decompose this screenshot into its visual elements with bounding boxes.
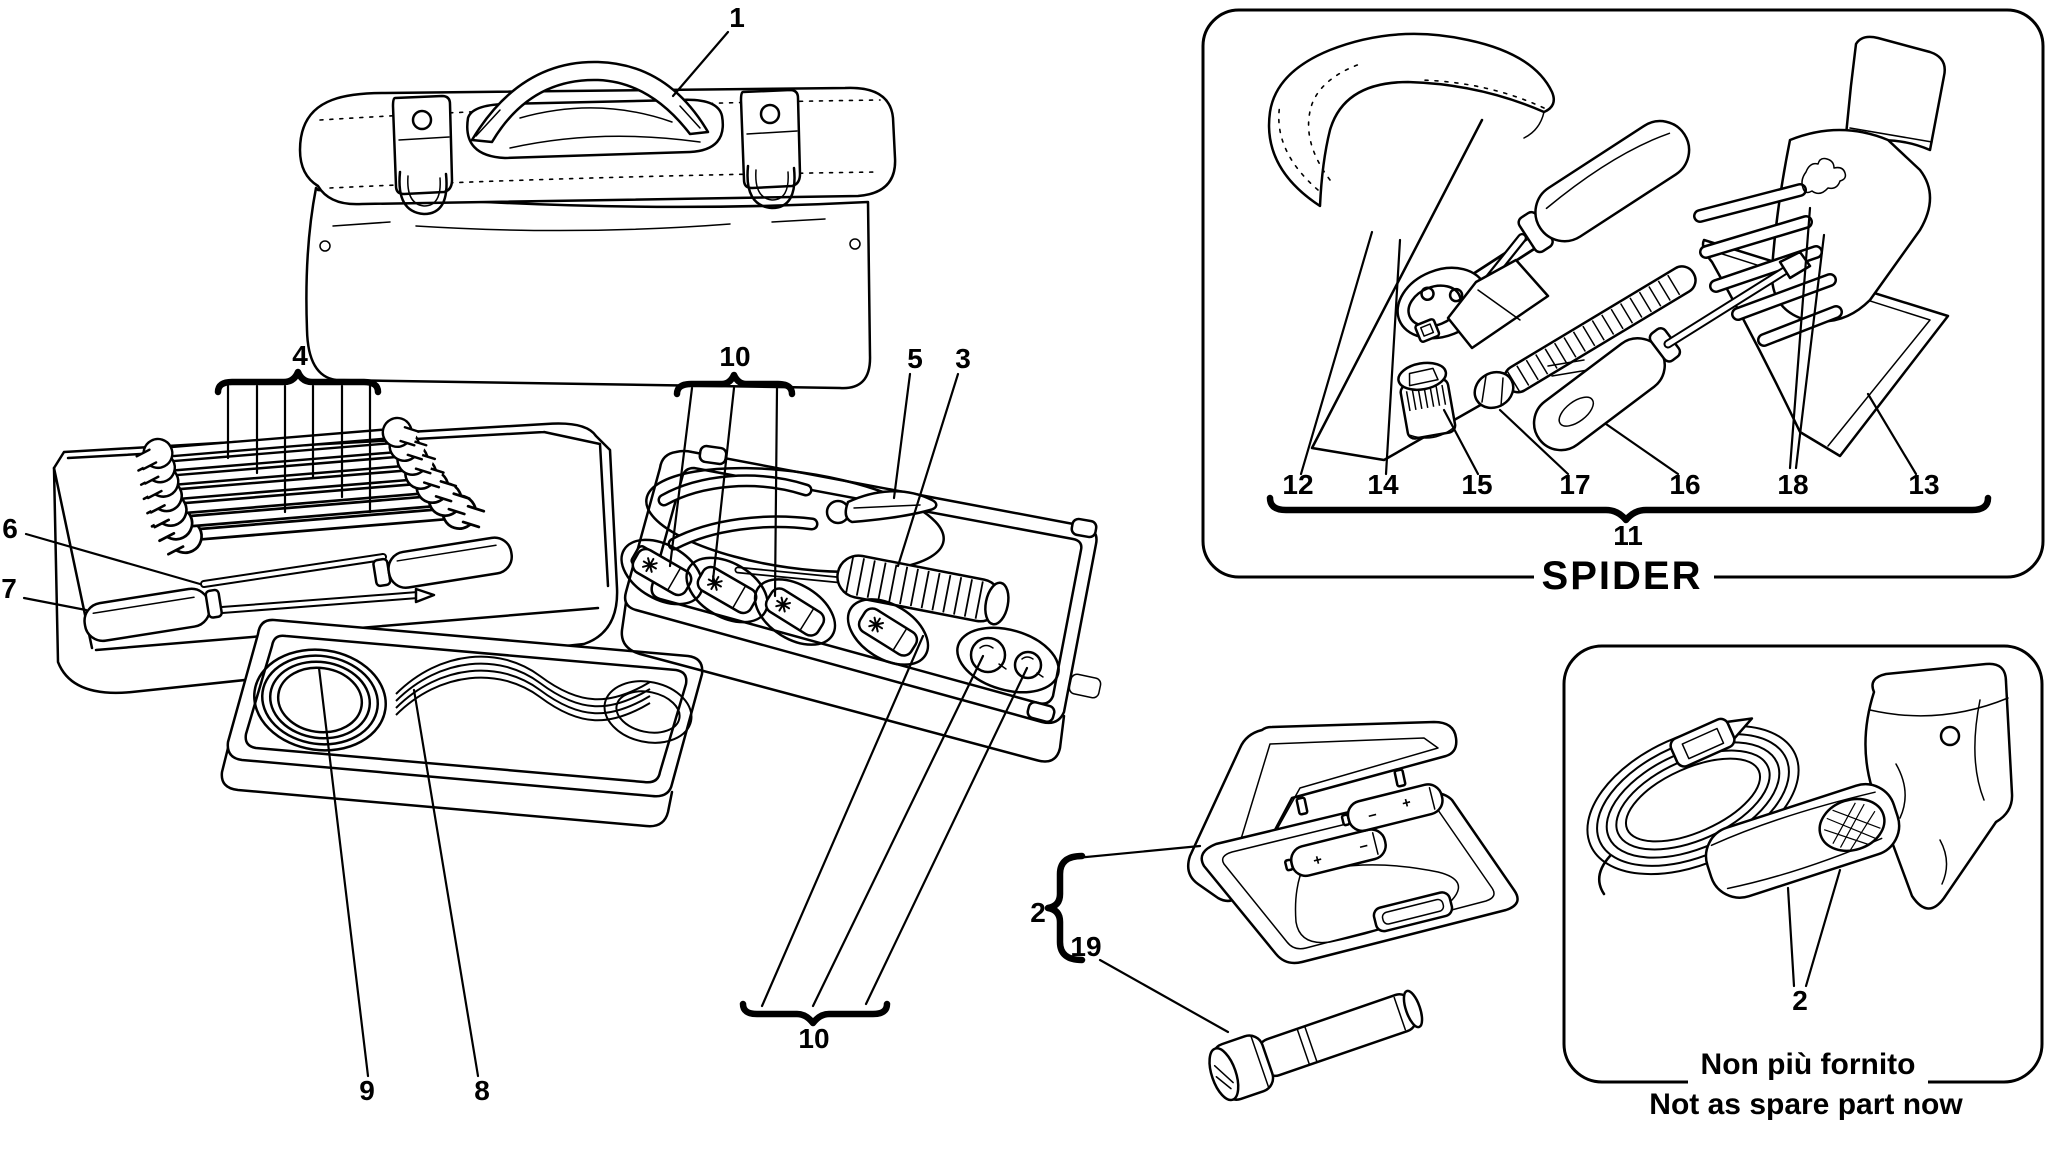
callout-1-label: 1 bbox=[729, 2, 745, 33]
callout-4-label: 4 bbox=[292, 340, 308, 371]
callout-8-label: 8 bbox=[474, 1075, 490, 1106]
callout-2-lamp-label: 2 bbox=[1792, 985, 1808, 1016]
callout-14-label: 14 bbox=[1367, 469, 1399, 500]
bag-handle bbox=[470, 60, 710, 144]
threaded-tool-3 bbox=[734, 554, 1010, 626]
pliers bbox=[657, 474, 938, 551]
leader-5 bbox=[892, 372, 912, 500]
gloves bbox=[1693, 35, 1946, 347]
belt-tray: 9 8 bbox=[220, 618, 704, 1106]
callout-9-label: 9 bbox=[359, 1075, 375, 1106]
spider-caption: SPIDER bbox=[1542, 554, 1703, 598]
leader-3 bbox=[896, 372, 960, 568]
inspection-lamp bbox=[1704, 782, 1901, 899]
bracket-4: 4 bbox=[214, 340, 382, 514]
bulbs bbox=[956, 626, 1102, 699]
leader-6 bbox=[24, 532, 202, 586]
bag-strap-right bbox=[739, 88, 802, 210]
bracket-11 bbox=[1266, 494, 1992, 524]
callout-15-label: 15 bbox=[1461, 469, 1492, 500]
battery2-minus: − bbox=[1366, 806, 1379, 825]
leader-lamp-2 bbox=[1786, 868, 1842, 988]
brace-2 bbox=[1044, 852, 1086, 964]
spider-caption-mask bbox=[1534, 556, 1714, 600]
bag-strap-left bbox=[391, 94, 454, 216]
socket-15-drawing bbox=[1397, 361, 1457, 440]
tool-bag: 1 bbox=[298, 2, 897, 390]
battery-case: + − − + 2 19 bbox=[1030, 720, 1519, 1034]
callout-7-label: 7 bbox=[1, 573, 17, 604]
batteries: + − − + bbox=[1284, 783, 1444, 878]
belt-9-drawing bbox=[253, 648, 387, 752]
belt-8-drawing bbox=[395, 655, 693, 744]
note-mask bbox=[1688, 1044, 1928, 1088]
armrest bbox=[1267, 32, 1555, 208]
flashlight bbox=[1208, 989, 1424, 1102]
socket-row bbox=[609, 525, 941, 680]
cable-tie bbox=[1669, 717, 1754, 768]
leader-7 bbox=[22, 596, 88, 612]
battery1-plus: + bbox=[1311, 851, 1324, 870]
callout-16-label: 16 bbox=[1669, 469, 1700, 500]
callout-2-case-label: 2 bbox=[1030, 897, 1046, 928]
leader-1 bbox=[671, 30, 730, 98]
callout-10-bottom-label: 10 bbox=[798, 1023, 829, 1054]
screwdriver-16 bbox=[1532, 250, 1812, 452]
leader-9 bbox=[317, 666, 370, 1078]
note-english: Not as spare part now bbox=[1649, 1088, 1963, 1121]
callout-17-label: 17 bbox=[1559, 469, 1590, 500]
leader-19 bbox=[1098, 958, 1230, 1034]
threaded-bolt-17 bbox=[1473, 265, 1697, 410]
callout-19-label: 19 bbox=[1070, 931, 1101, 962]
callout-12-label: 12 bbox=[1282, 469, 1313, 500]
callout-5-label: 5 bbox=[907, 343, 923, 374]
bracket-10-bottom: 10 bbox=[739, 634, 1029, 1054]
callout-3-label: 3 bbox=[955, 343, 971, 374]
screwdriver-large bbox=[1446, 119, 1691, 350]
callout-18-label: 18 bbox=[1777, 469, 1808, 500]
battery2-plus: + bbox=[1400, 794, 1413, 813]
discontinued-panel: 2 Non più fornito Not as spare part now bbox=[1562, 644, 2044, 1121]
screwdriver-7: 7 bbox=[1, 573, 436, 643]
callout-6-label: 6 bbox=[2, 513, 18, 544]
pouch bbox=[1864, 662, 2014, 910]
callout-10-top-label: 10 bbox=[719, 341, 750, 372]
note-italian: Non più fornito bbox=[1701, 1048, 1916, 1081]
leader-8 bbox=[412, 688, 480, 1078]
bracket-10-top: 10 bbox=[668, 341, 796, 598]
leader-case-2 bbox=[1074, 844, 1202, 860]
spider-panel: 12 14 15 17 16 18 13 11 SPIDER bbox=[1201, 8, 2045, 600]
screwdriver-6: 6 bbox=[2, 513, 513, 589]
spider-callouts: 12 14 15 17 16 18 13 11 bbox=[1266, 206, 1992, 551]
callout-13-label: 13 bbox=[1908, 469, 1939, 500]
callout-11-label: 11 bbox=[1613, 520, 1643, 551]
prancing-horse-logo bbox=[1801, 157, 1847, 195]
battery1-minus: − bbox=[1357, 837, 1370, 856]
socket-tray: 10 5 3 10 bbox=[609, 341, 1102, 1054]
